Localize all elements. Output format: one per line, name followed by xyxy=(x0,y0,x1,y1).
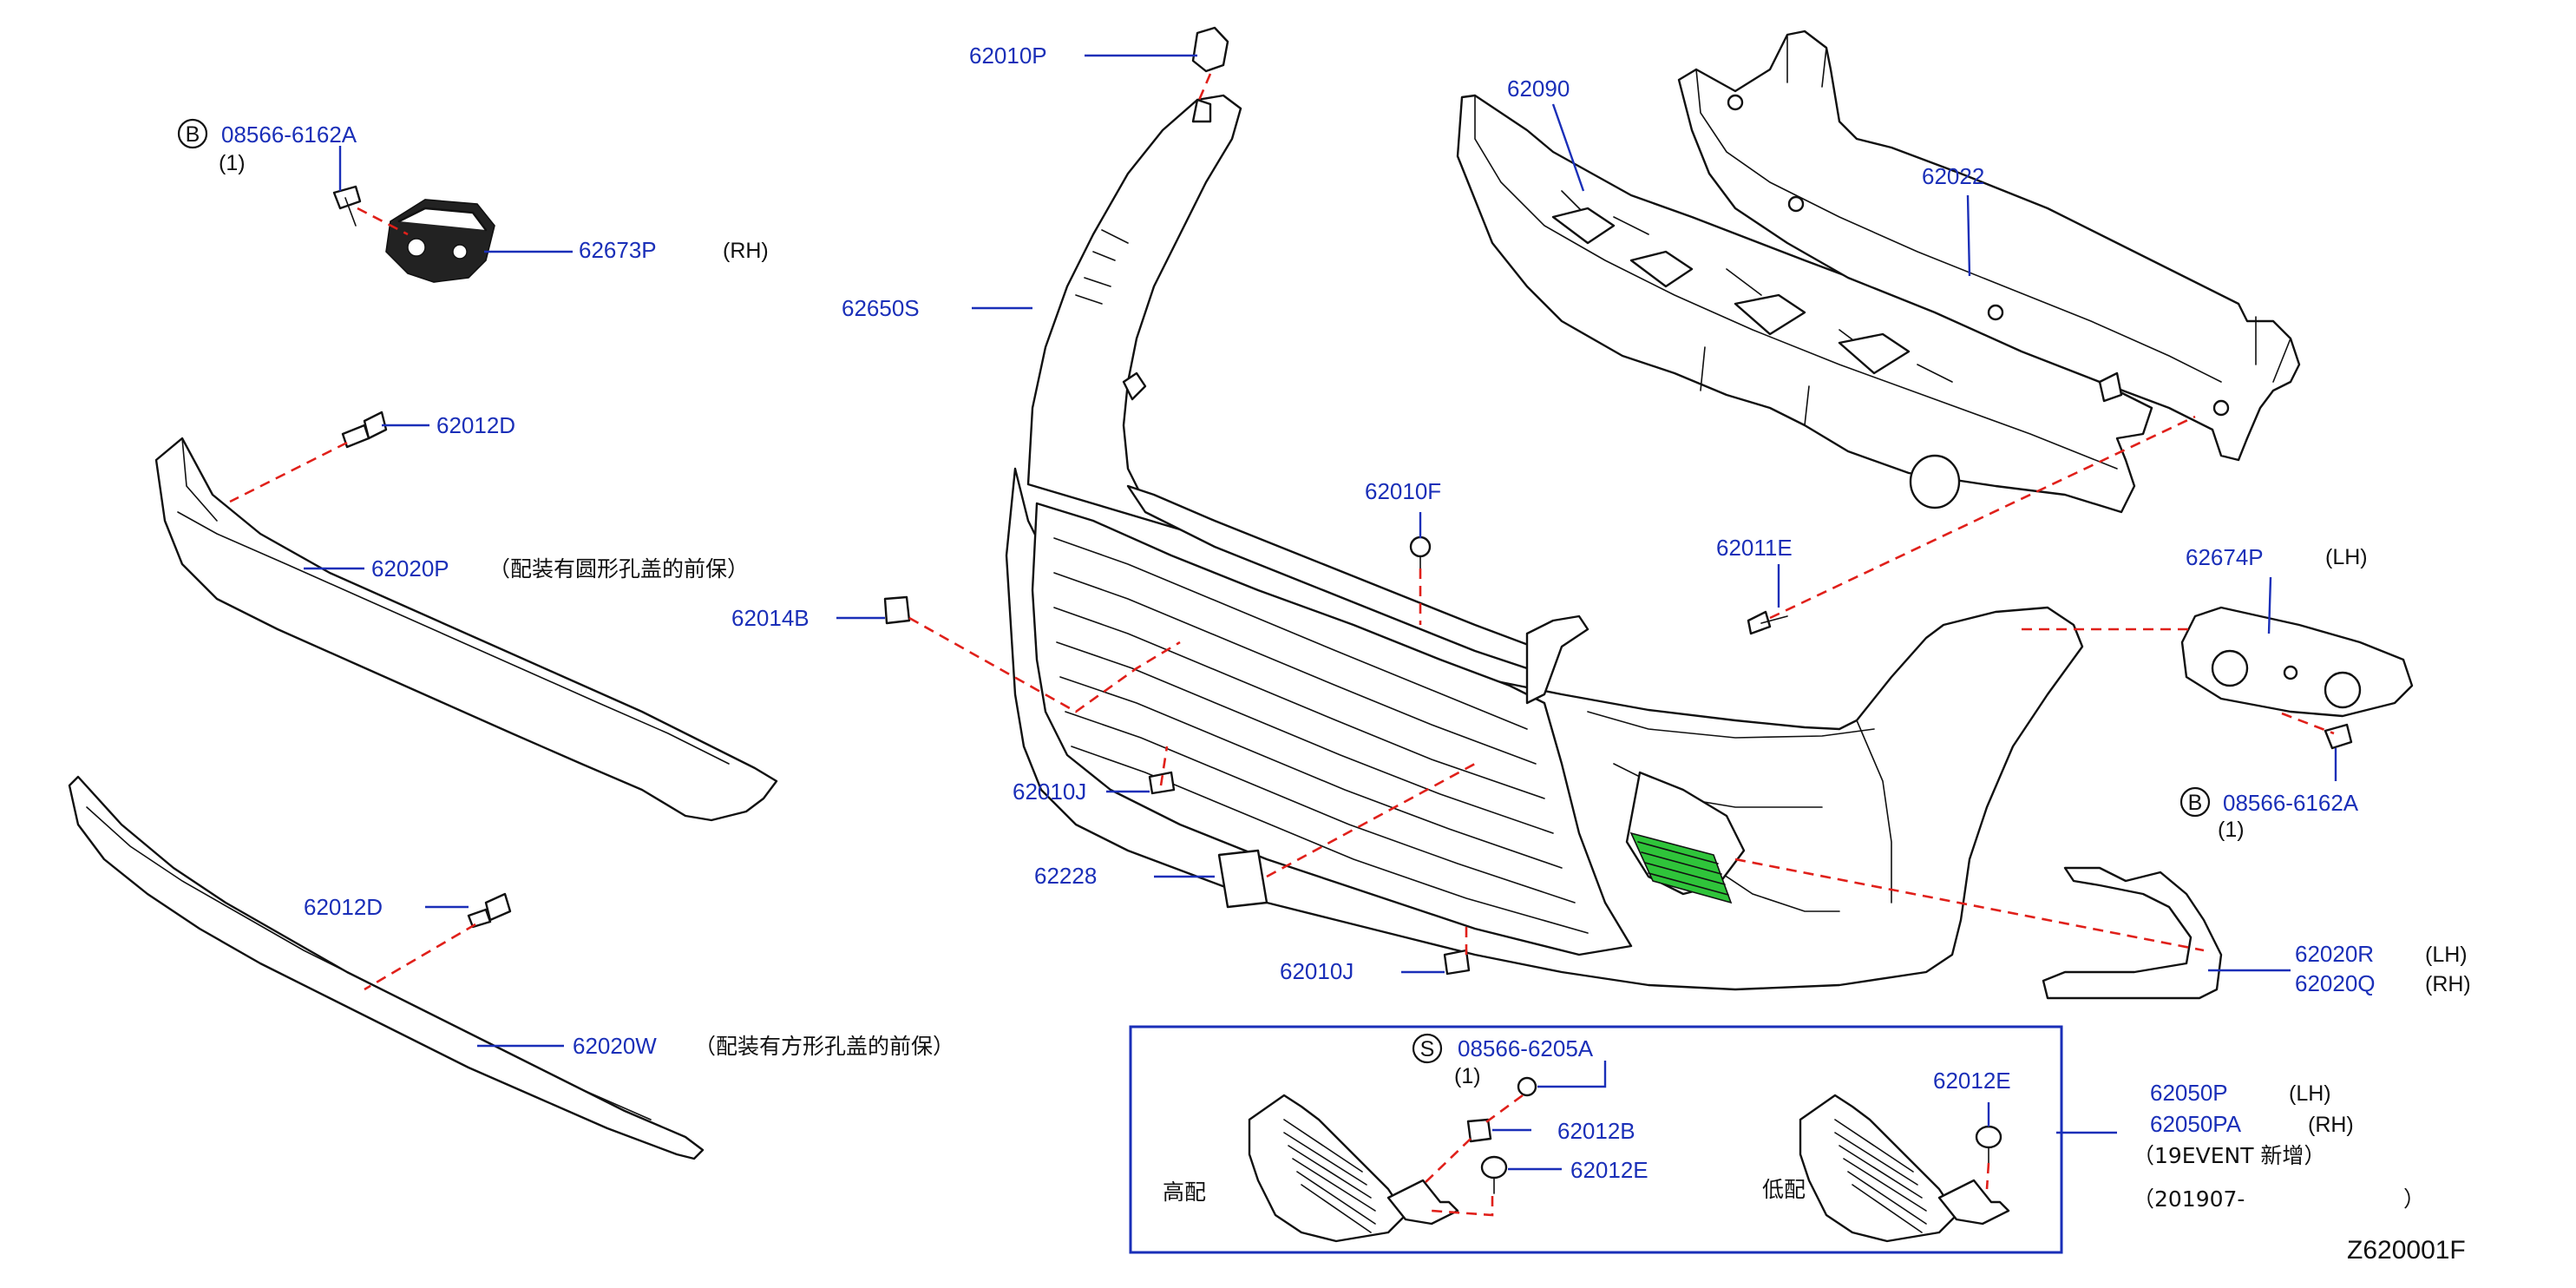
note-62020W: （配装有方形孔盖的前保） xyxy=(694,1034,954,1059)
label-62022[interactable]: 62022 xyxy=(1922,163,1984,189)
part-62020RQ-trim[interactable] xyxy=(2042,866,2223,1000)
label-62012E-right[interactable]: 62012E xyxy=(1933,1068,2011,1094)
figure-id: Z620001F xyxy=(2347,1236,2466,1265)
svg-text:B: B xyxy=(2188,791,2203,815)
badge-s-box: S xyxy=(1412,1033,1443,1064)
label-62010F[interactable]: 62010F xyxy=(1365,478,1441,504)
note-date-start: （201907- xyxy=(2133,1186,2245,1212)
badge-b-top: B xyxy=(177,118,208,149)
label-62010J-mid[interactable]: 62010J xyxy=(1013,779,1086,805)
part-62020P-trim[interactable] xyxy=(154,437,778,822)
part-62022-beam[interactable] xyxy=(1677,30,2301,462)
lh-62674P: (LH) xyxy=(2325,545,2368,569)
fastener-62011E[interactable] xyxy=(1747,610,1788,635)
lh-62050P: (LH) xyxy=(2289,1081,2331,1106)
fastener-62010P[interactable] xyxy=(1191,26,1229,73)
lh-62020R: (LH) xyxy=(2425,943,2468,967)
label-62228[interactable]: 62228 xyxy=(1034,863,1097,889)
label-62650S[interactable]: 62650S xyxy=(842,295,920,321)
label-62012E-left[interactable]: 62012E xyxy=(1570,1157,1649,1183)
fastener-62014B[interactable] xyxy=(883,595,911,625)
label-62050PA[interactable]: 62050PA xyxy=(2150,1111,2242,1137)
label-08566-6162A-right[interactable]: 08566-6162A xyxy=(2223,790,2359,816)
dashed-links xyxy=(229,73,2335,991)
label-08566-6162A-top[interactable]: 08566-6162A xyxy=(221,122,357,148)
label-62090[interactable]: 62090 xyxy=(1507,76,1570,102)
note-date-end: ） xyxy=(2403,1186,2425,1212)
label-62020W[interactable]: 62020W xyxy=(573,1033,657,1059)
svg-text:S: S xyxy=(1420,1037,1435,1061)
part-62650S-fascia[interactable] xyxy=(1005,94,2084,991)
part-62050-high-spec[interactable] xyxy=(1248,1094,1459,1243)
inset-dashed-links xyxy=(1422,1094,1990,1217)
part-62228-plate[interactable] xyxy=(1217,849,1268,909)
label-62674P[interactable]: 62674P xyxy=(2186,544,2264,570)
part-fog-vent-highlight[interactable] xyxy=(1629,831,1733,904)
rh-62020Q: (RH) xyxy=(2425,972,2471,996)
part-62090-absorber[interactable] xyxy=(1456,94,2153,514)
note-62020P: （配装有圆形孔盖的前保） xyxy=(488,556,749,582)
qty-top: (1) xyxy=(219,151,246,175)
label-62011E[interactable]: 62011E xyxy=(1716,535,1793,561)
fastener-08566-6162A-top[interactable] xyxy=(332,185,362,227)
qty-box: (1) xyxy=(1454,1064,1481,1088)
fastener-62012E-left[interactable] xyxy=(1480,1155,1508,1194)
note-event: （19EVENT 新增） xyxy=(2133,1143,2325,1168)
fastener-62012B[interactable] xyxy=(1466,1118,1492,1143)
label-high-spec: 高配 xyxy=(1163,1180,1206,1205)
fastener-08566-6205A[interactable] xyxy=(1517,1076,1537,1097)
label-62010P[interactable]: 62010P xyxy=(969,43,1047,69)
inset-leaders xyxy=(1492,1061,1990,1171)
qty-right: (1) xyxy=(2218,818,2245,842)
label-62673P[interactable]: 62673P xyxy=(579,237,657,263)
label-62010J-low[interactable]: 62010J xyxy=(1280,958,1354,984)
fastener-62012E-right[interactable] xyxy=(1975,1125,2002,1164)
fastener-62010J-low[interactable] xyxy=(1443,949,1471,976)
label-62020Q[interactable]: 62020Q xyxy=(2295,970,2376,996)
part-62050-low-spec[interactable] xyxy=(1799,1094,2010,1243)
rh-top: (RH) xyxy=(723,239,769,263)
fastener-62012D-low[interactable] xyxy=(467,892,512,929)
leader-lines xyxy=(304,54,2337,1134)
label-62012D-top[interactable]: 62012D xyxy=(436,412,515,438)
label-62012B[interactable]: 62012B xyxy=(1557,1118,1635,1144)
part-62674P-bracket[interactable] xyxy=(2180,606,2414,718)
fastener-62010F[interactable] xyxy=(1409,536,1432,569)
badge-b-right: B xyxy=(2179,786,2211,818)
label-low-spec: 低配 xyxy=(1762,1177,1806,1202)
fastener-62012D-top[interactable] xyxy=(341,411,388,449)
label-62014B[interactable]: 62014B xyxy=(731,605,810,631)
rh-62050PA: (RH) xyxy=(2308,1113,2354,1137)
label-62012D-low[interactable]: 62012D xyxy=(304,894,383,920)
label-62050P[interactable]: 62050P xyxy=(2150,1080,2228,1106)
inset-box xyxy=(1129,1025,2063,1254)
label-08566-6205A[interactable]: 08566-6205A xyxy=(1458,1035,1594,1061)
part-62673P-bracket[interactable] xyxy=(385,199,495,283)
fastener-08566-6162A-right[interactable] xyxy=(2324,723,2353,750)
label-62020P[interactable]: 62020P xyxy=(371,555,449,582)
svg-text:B: B xyxy=(186,122,200,147)
label-62020R[interactable]: 62020R xyxy=(2295,941,2374,967)
part-62020W-trim[interactable] xyxy=(68,775,705,1160)
